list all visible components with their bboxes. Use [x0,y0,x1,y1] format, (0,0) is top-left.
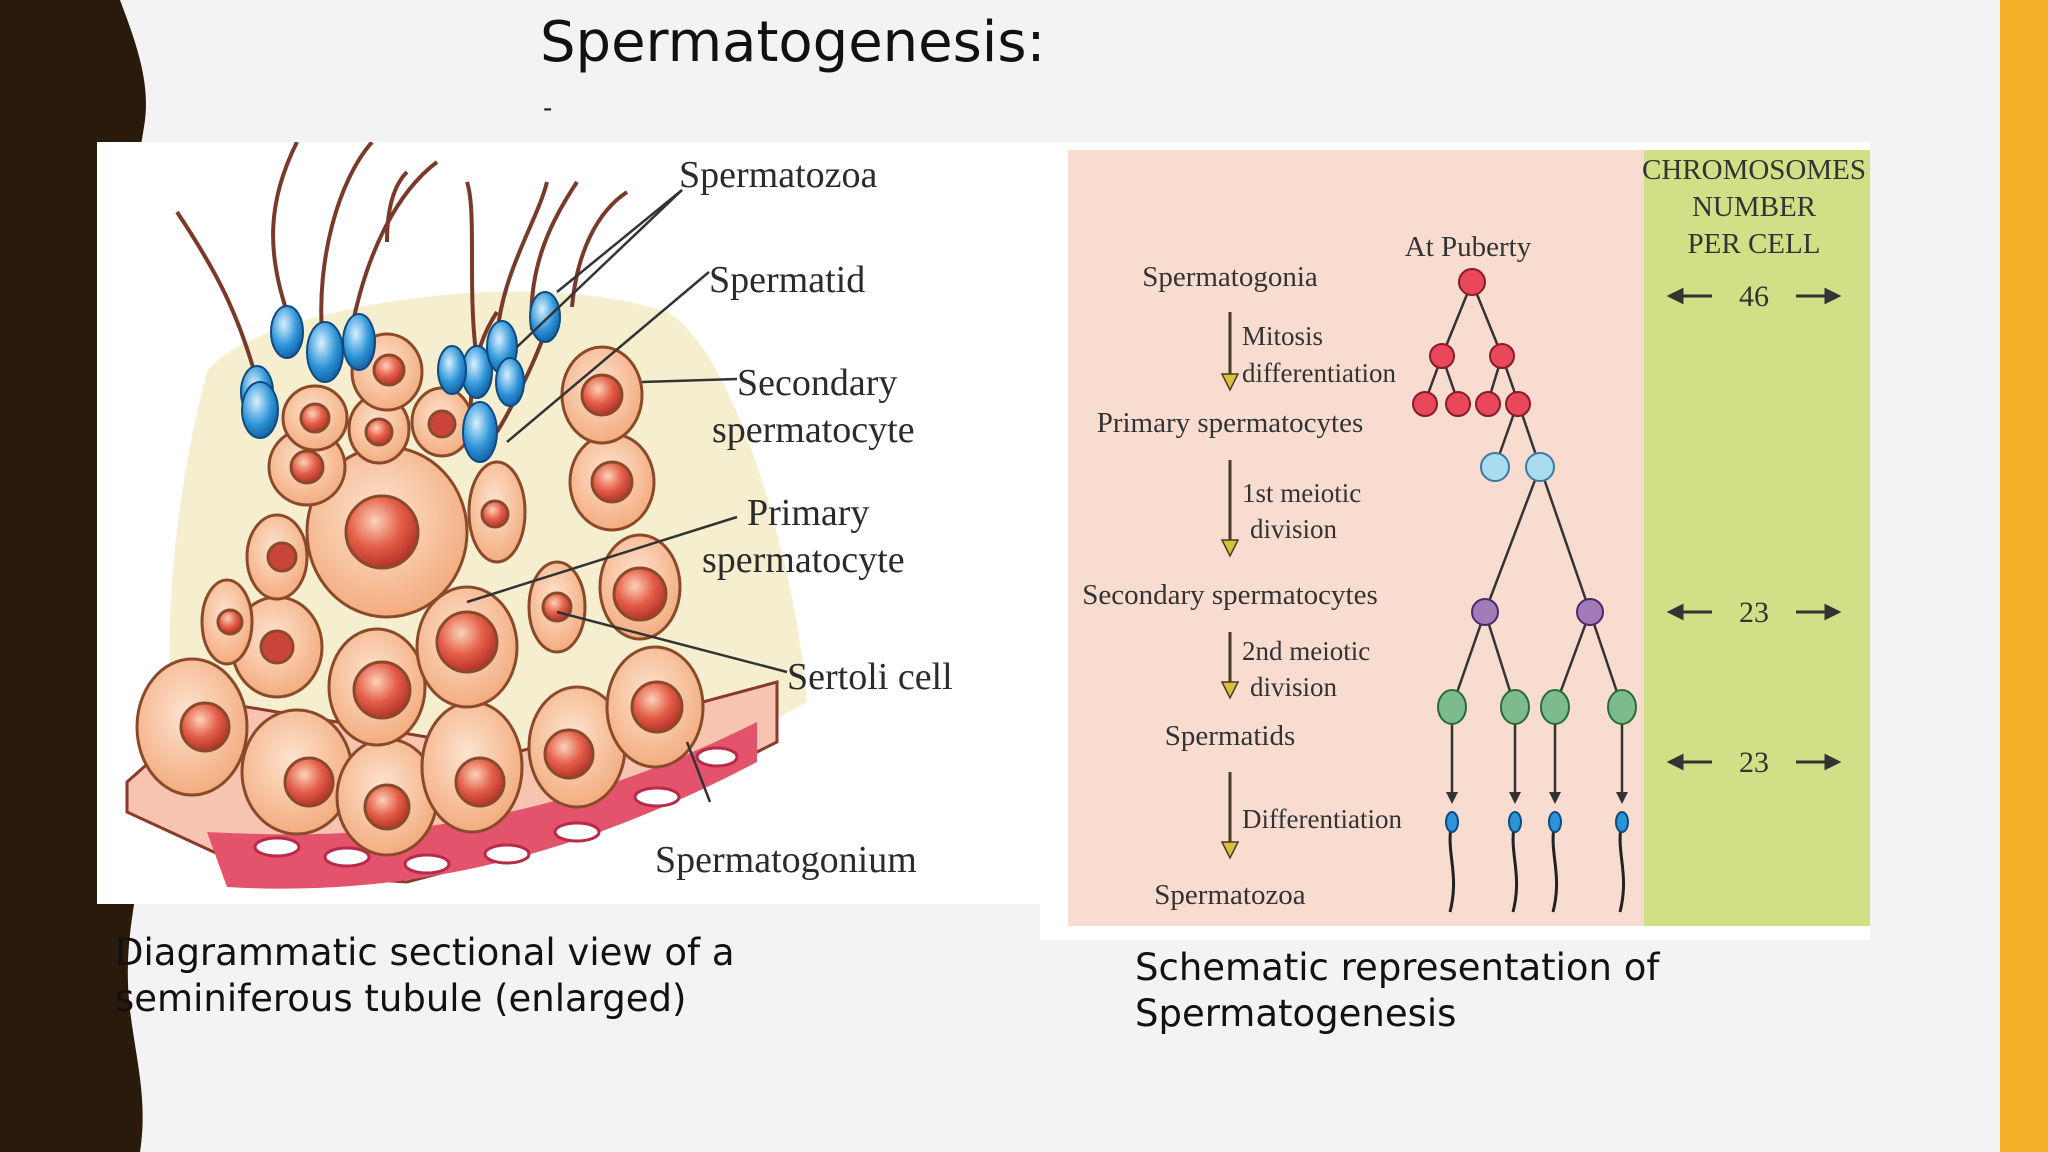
chromosome-arrows [1666,287,1842,771]
label-leader-lines [466,189,788,803]
title-bullet: - [543,92,553,123]
chromosome-header: CHROMOSOMES NUMBER PER CELL [1642,154,1866,260]
lineage-arrowheads [1446,792,1628,804]
caption-tubule-diagram: Diagrammatic sectional view of a seminif… [115,931,735,1020]
stage-spermatids: Spermatids [1165,720,1296,752]
label-spermatid: Spermatid [709,259,865,301]
stage-secondary-spermatocytes: Secondary spermatocytes [1082,579,1378,611]
sperm-heads [240,291,561,463]
chromosome-count-46: 46 [1739,280,1769,313]
label-spermatozoa: Spermatozoa [679,154,878,196]
chromosome-header-line2: NUMBER [1692,191,1817,223]
label-sertoli-cell: Sertoli cell [787,656,953,698]
caption-schematic: Schematic representation of Spermatogene… [1135,946,1660,1035]
step-meiosis2-line1: 2nd meiotic [1242,636,1370,666]
chromosome-count-23-spermatids: 23 [1739,746,1769,779]
label-primary-line2: spermatocyte [702,539,905,581]
tubule-diagram: Spermatozoa Spermatid Secondary spermato… [97,142,1040,904]
right-accent-bar [2000,0,2048,1152]
label-secondary-line2: spermatocyte [712,409,915,451]
step-differentiation: Differentiation [1242,804,1402,834]
chromosome-column-background [1644,150,1870,926]
spermatozoa-cells [1445,811,1629,913]
tubule-cells [135,332,705,857]
stage-spermatogonia: Spermatogonia [1142,261,1318,293]
stage-primary-spermatocytes: Primary spermatocytes [1097,407,1364,439]
slide-title: Spermatogenesis: [540,10,1046,75]
step-mitosis-line1: Mitosis [1242,321,1323,351]
primary-spermatocyte-cells [1480,452,1555,482]
chromosome-count-23-secondary: 23 [1739,596,1769,629]
spermatogonia-cells [1412,268,1531,417]
at-puberty-label: At Puberty [1405,231,1532,263]
tubule-labels: Spermatozoa Spermatid Secondary spermato… [655,154,953,881]
step-labels: Mitosis differentiation 1st meiotic divi… [1242,321,1402,834]
step-meiosis1-line1: 1st meiotic [1242,478,1361,508]
label-spermatogonium: Spermatogonium [655,839,917,881]
spermatogenesis-schematic: CHROMOSOMES NUMBER PER CELL 46 23 23 At … [1040,142,1870,940]
secondary-spermatocyte-cells [1471,598,1604,626]
step-arrows [1220,312,1240,860]
schematic-background [1068,150,1684,926]
stage-labels: At Puberty Spermatogonia Primary spermat… [1082,231,1532,911]
step-meiosis1-line2: division [1250,514,1338,544]
step-meiosis2-line2: division [1250,672,1338,702]
label-primary-line1: Primary [747,492,869,534]
spermatid-cells [1437,689,1637,725]
step-mitosis-line2: differentiation [1242,358,1396,388]
stage-spermatozoa: Spermatozoa [1154,879,1306,911]
label-secondary-line1: Secondary [737,362,897,404]
chromosome-header-line3: PER CELL [1688,228,1821,260]
chromosome-header-line1: CHROMOSOMES [1642,154,1866,186]
chromosome-counts: 46 23 23 [1739,280,1769,779]
